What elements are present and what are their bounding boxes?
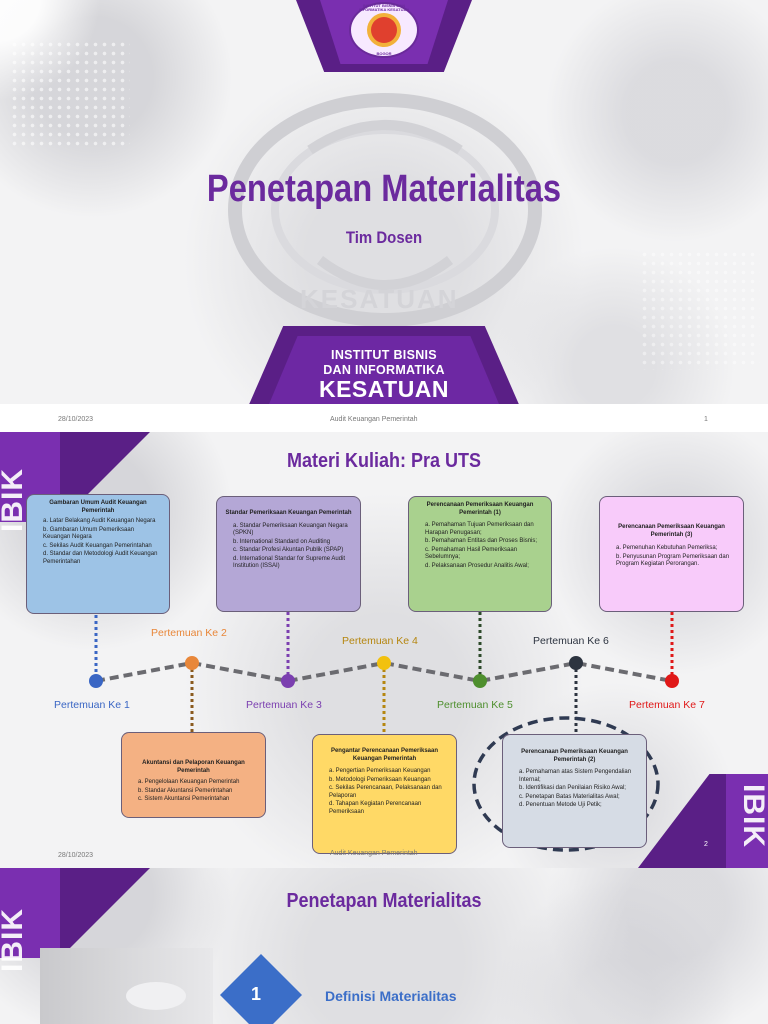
topic-item: d. Penentuan Metode Uji Petik;: [519, 802, 602, 808]
pertemuan-3-marker[interactable]: [281, 674, 295, 688]
pertemuan-4-marker[interactable]: [377, 656, 391, 670]
footer-bar: [0, 404, 768, 432]
topic-item: d. Tahapan Kegiatan Perencanaan Pemeriks…: [329, 801, 422, 815]
pertemuan-7-label: Pertemuan Ke 7: [629, 699, 705, 711]
topic-title: Akuntansi dan Pelaporan Keuangan Pemerin…: [142, 760, 245, 774]
footer-date: 28/10/2023: [58, 852, 94, 859]
topic-title: Perencanaan Pemeriksaan Keuangan Pemerin…: [426, 502, 534, 516]
slide-title: Materi Kuliah: Pra UTS: [286, 450, 482, 472]
hand-illustration: [126, 982, 186, 1010]
topic-box-pertemuan-7[interactable]: Perencanaan Pemeriksaan Keuangan Pemerin…: [599, 496, 744, 612]
pertemuan-1-marker[interactable]: [89, 674, 103, 688]
number-badge-text: 1: [250, 984, 261, 1004]
topic-item: a. Pengertian Pemeriksaan Keuangan: [329, 768, 431, 774]
topic-item: c. Sekilas Perencanaan, Pelaksanaan dan …: [329, 785, 442, 799]
footer-date: 28/10/2023: [58, 416, 94, 423]
topic-title: Gambaran Umum Audit Keuangan Pemerintah: [49, 500, 147, 514]
illustration-image: [40, 948, 213, 1024]
ibik-logo-text-right: IBIK: [737, 784, 768, 848]
topic-item: c. Pemahaman Hasil Pemeriksaan Sebelumny…: [425, 546, 518, 561]
slide-subtitle: Tim Dosen: [345, 228, 423, 247]
topic-item: d. International Standar for Supreme Aud…: [233, 555, 346, 570]
institution-line-1: INSTITUT BISNIS: [331, 348, 437, 362]
watermark-text: KESATUAN: [300, 284, 459, 314]
topic-box-pertemuan-4[interactable]: Pengantar Perencanaan Pemeriksaan Keuang…: [312, 734, 457, 854]
topic-item: c. Sistem Akuntansi Pemerintahan: [138, 796, 230, 802]
institution-banner-inner: [264, 336, 504, 416]
topic-item: b. Metodologi Pemeriksaan Keuangan: [329, 776, 431, 783]
topic-item: c. Sekilas Audit Keuangan Pemerintahan: [43, 542, 152, 549]
footer-page-number: 1: [704, 416, 708, 423]
topic-title: Perencanaan Pemeriksaan Keuangan Pemerin…: [521, 749, 628, 763]
institution-line-3: KESATUAN: [318, 376, 450, 402]
pertemuan-6-label: Pertemuan Ke 6: [533, 635, 609, 647]
topic-box-pertemuan-2[interactable]: Akuntansi dan Pelaporan Keuangan Pemerin…: [121, 732, 266, 818]
pertemuan-3-label: Pertemuan Ke 3: [246, 699, 322, 711]
ibik-logo-text: IBIK: [0, 908, 29, 972]
slide-3[interactable]: IBIK Penetapan Materialitas 1 Definisi M…: [0, 868, 768, 1024]
pertemuan-5-label: Pertemuan Ke 5: [437, 699, 513, 711]
topic-item: b. International Standard on Auditing: [233, 538, 331, 545]
pertemuan-2-marker[interactable]: [185, 656, 199, 670]
pertemuan-4-label: Pertemuan Ke 4: [342, 635, 418, 647]
topic-item: b. Identifikasi dan Penilaian Risiko Awa…: [519, 785, 626, 791]
dot-pattern: [640, 250, 760, 370]
topic-item: c. Penetapan Batas Materialitas Awal;: [519, 793, 620, 800]
topic-item: a. Pengelolaan Keuangan Pemerintah: [138, 779, 240, 785]
logo-text-bottom: BOGOR: [376, 51, 392, 56]
topic-item: a. Standar Pemeriksaan Keuangan Negara (…: [233, 522, 348, 537]
slide-title: Penetapan Materialitas: [206, 168, 562, 210]
topic-item: a. Pemahaman Tujuan Pemeriksaan dan Hara…: [425, 522, 534, 536]
footer-course: Audit Keuangan Pemerintah: [330, 416, 418, 423]
ibik-corner-tab-right-inner: [726, 774, 768, 868]
slide-title: Penetapan Materialitas: [286, 890, 482, 912]
topic-item: a. Pemahaman atas Sistem Pengendalian In…: [519, 769, 632, 783]
topic-title: Perencanaan Pemeriksaan Keuangan Pemerin…: [618, 524, 725, 538]
topic-item: b. Pemahaman Entitas dan Proses Bisnis;: [425, 538, 538, 544]
footer-course: Audit Keuangan Pemerintah: [330, 850, 418, 857]
institution-line-2: DAN INFORMATIKA: [323, 363, 445, 377]
footer-page-number: 2: [704, 841, 708, 848]
pertemuan-1-label: Pertemuan Ke 1: [54, 699, 130, 711]
logo-text-top: INSTITUT BISNIS DAN INFORMATIKA KESATUAN: [358, 3, 410, 12]
emblem-watermark: [228, 93, 542, 327]
slide-2[interactable]: IBIK Materi Kuliah: Pra UTS Pertemuan Ke…: [0, 432, 768, 868]
flame-emblem-icon: [371, 17, 397, 43]
pertemuan-7-marker[interactable]: [665, 674, 679, 688]
pertemuan-6-marker[interactable]: [569, 656, 583, 670]
topic-item: a. Pemenuhan Kebutuhan Pemeriksa;: [616, 545, 718, 551]
topic-box-pertemuan-1[interactable]: Gambaran Umum Audit Keuangan Pemerintah …: [26, 494, 170, 614]
timeline-connector: [94, 612, 674, 852]
institution-logo: [349, 2, 419, 58]
topic-item: b. Gambaran Umum Pemeriksaan Keuangan Ne…: [43, 526, 135, 541]
topic-box-pertemuan-6[interactable]: Perencanaan Pemeriksaan Keuangan Pemerin…: [502, 734, 647, 848]
topic-title: Standar Pemeriksaan Keuangan Pemerintah: [225, 510, 352, 516]
light-corner: [0, 0, 120, 120]
ibik-corner-tab-inner: [0, 868, 60, 958]
topic-item: b. Standar Akuntansi Pemerintahan: [138, 787, 233, 794]
pertemuan-2-label: Pertemuan Ke 2: [151, 627, 227, 639]
definition-heading[interactable]: Definisi Materialitas: [325, 988, 457, 1004]
topic-title: Pengantar Perencanaan Pemeriksaan Keuang…: [330, 748, 439, 762]
pertemuan-5-marker[interactable]: [473, 674, 487, 688]
topic-item: d. Standar dan Metodologi Audit Keuangan…: [43, 551, 158, 565]
topic-item: b. Penyusunan Program Pemeriksaan dan Pr…: [616, 553, 730, 568]
slide-1[interactable]: KESATUAN INSTITUT BISNIS DAN INFORMATIKA…: [0, 0, 768, 432]
topic-box-pertemuan-5[interactable]: Perencanaan Pemeriksaan Keuangan Pemerin…: [408, 496, 552, 612]
topic-box-pertemuan-3[interactable]: Standar Pemeriksaan Keuangan Pemerintah …: [216, 496, 361, 612]
topic-item: d. Pelaksanaan Prosedur Analitis Awal;: [425, 562, 529, 569]
topic-item: c. Standar Profesi Akuntan Publik (SPAP): [233, 547, 344, 553]
topic-item: a. Latar Belakang Audit Keuangan Negara: [43, 518, 156, 524]
